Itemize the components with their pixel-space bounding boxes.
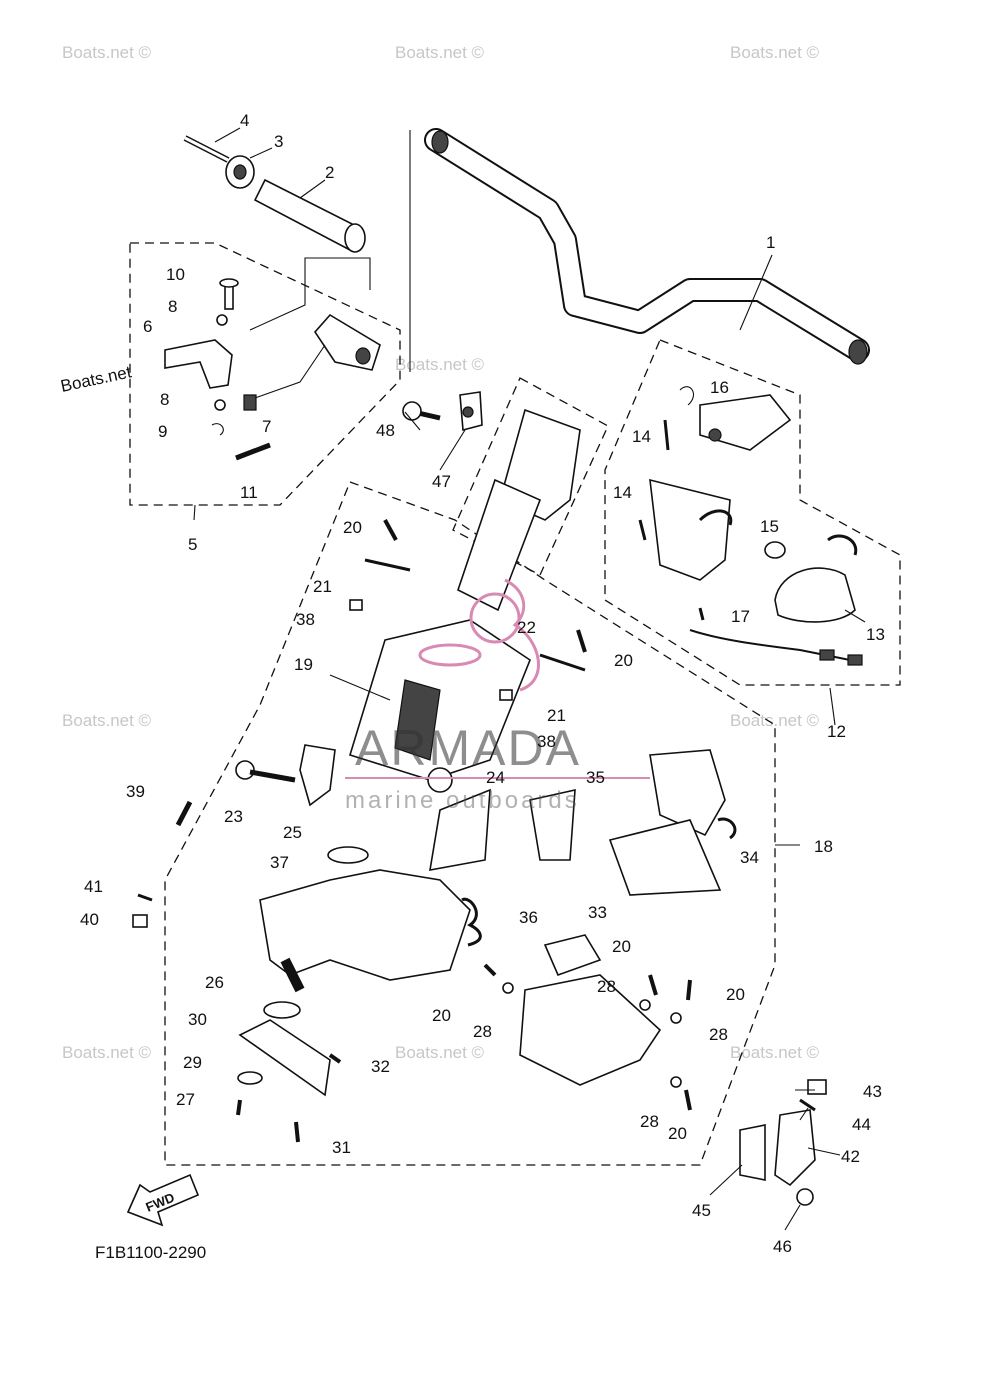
watermark-layer: Boats.net © Boats.net © Boats.net © Boat… bbox=[59, 43, 820, 1062]
callout-25: 25 bbox=[283, 823, 302, 842]
lower-column-parts bbox=[235, 744, 576, 871]
callout-4: 4 bbox=[240, 111, 249, 130]
leader-lines bbox=[193, 127, 866, 1231]
throttle-lever-group bbox=[164, 257, 381, 461]
callout-18: 18 bbox=[814, 837, 833, 856]
callout-33: 33 bbox=[588, 903, 607, 922]
watermark: Boats.net © bbox=[730, 1043, 820, 1062]
callout-1: 1 bbox=[766, 233, 775, 252]
brand-name: ARMADA bbox=[355, 720, 581, 776]
callout-28-c: 28 bbox=[473, 1022, 492, 1041]
bracket-lower-right bbox=[739, 1079, 827, 1206]
callout-32: 32 bbox=[371, 1057, 390, 1076]
group-box-12 bbox=[604, 339, 901, 686]
callout-14-upper: 14 bbox=[632, 427, 651, 446]
callout-29: 29 bbox=[183, 1053, 202, 1072]
callout-11: 11 bbox=[240, 483, 258, 502]
fasteners bbox=[132, 519, 692, 1143]
callout-42: 42 bbox=[841, 1147, 860, 1166]
watermark: Boats.net © bbox=[62, 1043, 152, 1062]
callout-20-c: 20 bbox=[612, 937, 631, 956]
bracket-47 bbox=[402, 391, 483, 432]
callout-20-b: 20 bbox=[614, 651, 633, 670]
callout-7: 7 bbox=[262, 417, 271, 436]
callout-16: 16 bbox=[710, 378, 729, 397]
callout-5: 5 bbox=[188, 535, 197, 554]
callout-41: 41 bbox=[84, 877, 103, 896]
callout-43: 43 bbox=[863, 1082, 882, 1101]
callout-45: 45 bbox=[692, 1201, 711, 1220]
callout-10: 10 bbox=[166, 265, 185, 284]
brand-overlay: ARMADA marine outboards bbox=[345, 720, 650, 814]
callout-20-e: 20 bbox=[432, 1006, 451, 1025]
callout-20-d: 20 bbox=[726, 985, 745, 1004]
callout-44: 44 bbox=[852, 1115, 871, 1134]
callout-46: 46 bbox=[773, 1237, 792, 1256]
callout-12: 12 bbox=[827, 722, 846, 741]
callout-37: 37 bbox=[270, 853, 289, 872]
diagram-code: F1B1100-2290 bbox=[95, 1243, 206, 1262]
watermark: Boats.net © bbox=[62, 711, 152, 730]
lower-housing bbox=[237, 869, 482, 1097]
callout-6: 6 bbox=[143, 317, 152, 336]
group-box-5 bbox=[129, 242, 401, 506]
callout-26: 26 bbox=[205, 973, 224, 992]
callout-8-upper: 8 bbox=[168, 297, 177, 316]
callout-14-lower: 14 bbox=[613, 483, 632, 502]
switch-housing-group bbox=[638, 386, 863, 666]
handlebar-part bbox=[424, 128, 870, 365]
callout-23: 23 bbox=[224, 807, 243, 826]
callout-39: 39 bbox=[126, 782, 145, 801]
group-outlines bbox=[129, 242, 901, 1166]
callout-17: 17 bbox=[731, 607, 750, 626]
watermark-side: Boats.net bbox=[59, 362, 133, 396]
callout-34: 34 bbox=[740, 848, 759, 867]
callout-28-b: 28 bbox=[709, 1025, 728, 1044]
callout-38-a: 38 bbox=[296, 610, 315, 629]
callout-3: 3 bbox=[274, 132, 283, 151]
group-box-19 bbox=[452, 377, 609, 576]
callout-27: 27 bbox=[176, 1090, 195, 1109]
callout-48: 48 bbox=[376, 421, 395, 440]
callout-20-f: 20 bbox=[668, 1124, 687, 1143]
callout-19: 19 bbox=[294, 655, 313, 674]
callout-8-lower: 8 bbox=[160, 390, 169, 409]
callout-9: 9 bbox=[158, 422, 167, 441]
callout-13: 13 bbox=[866, 625, 885, 644]
callout-24: 24 bbox=[486, 768, 505, 787]
callout-30: 30 bbox=[188, 1010, 207, 1029]
watermark: Boats.net © bbox=[395, 1043, 485, 1062]
callout-31: 31 bbox=[332, 1138, 351, 1157]
callout-40: 40 bbox=[80, 910, 99, 929]
callout-35: 35 bbox=[586, 768, 605, 787]
callout-labels: 1 2 3 4 5 6 7 8 8 9 10 11 12 13 14 14 15… bbox=[80, 111, 885, 1256]
callout-2: 2 bbox=[325, 163, 334, 182]
watermark: Boats.net © bbox=[730, 711, 820, 730]
grip-assembly bbox=[183, 130, 411, 372]
watermark: Boats.net © bbox=[395, 355, 485, 374]
callout-38-b: 38 bbox=[537, 732, 556, 751]
watermark: Boats.net © bbox=[62, 43, 152, 62]
callout-20-a: 20 bbox=[343, 518, 362, 537]
watermark: Boats.net © bbox=[730, 43, 820, 62]
callout-15: 15 bbox=[760, 517, 779, 536]
steering-column bbox=[349, 408, 581, 793]
callout-21-a: 21 bbox=[313, 577, 332, 596]
callout-21-b: 21 bbox=[547, 706, 566, 725]
brand-tagline: marine outboards bbox=[345, 787, 580, 814]
callout-36: 36 bbox=[519, 908, 538, 927]
callout-28-d: 28 bbox=[640, 1112, 659, 1131]
bracket-plate bbox=[502, 934, 682, 1088]
cover-part bbox=[608, 749, 737, 896]
watermark: Boats.net © bbox=[395, 43, 485, 62]
fwd-arrow: FWD bbox=[126, 1173, 200, 1227]
callout-22: 22 bbox=[517, 618, 536, 637]
callout-47: 47 bbox=[432, 472, 451, 491]
callout-28-a: 28 bbox=[597, 977, 616, 996]
